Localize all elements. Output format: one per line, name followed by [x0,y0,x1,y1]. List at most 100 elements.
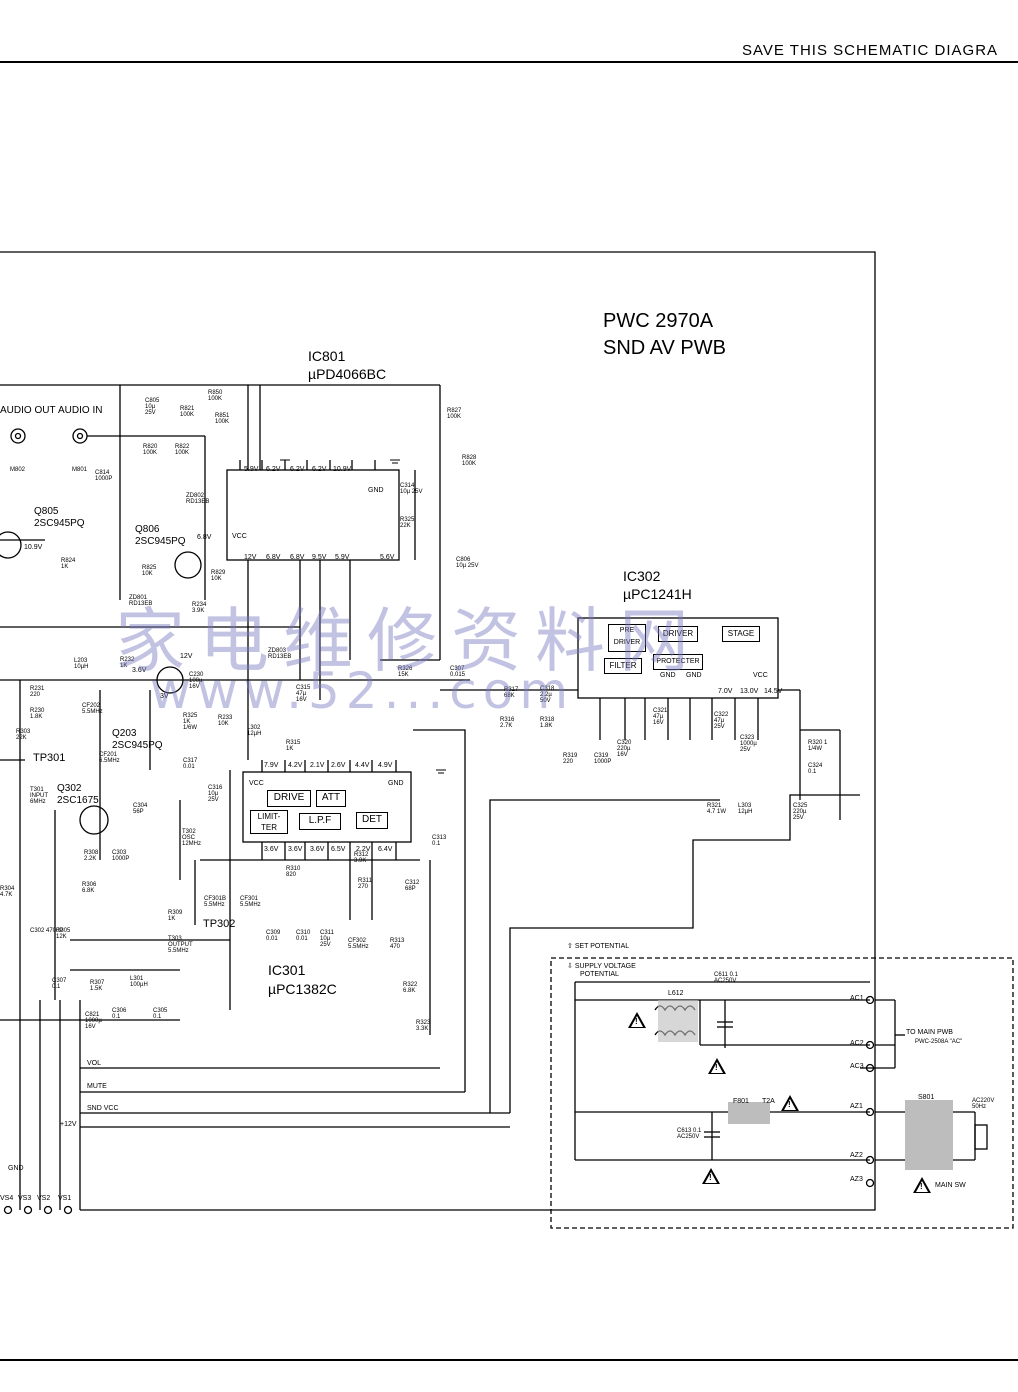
r315-label: R315 1K [286,740,301,752]
c309-label: C309 0.01 [266,930,281,942]
ic801-pin-b2: 6.8V [266,554,281,561]
conn-vs3: VS3 [18,1195,32,1202]
rail-plus12: +12V [60,1121,77,1128]
l612-label: L612 [668,990,684,997]
c302-label: C302 4700P [30,928,64,934]
c307b-label: C307 0.1 [52,978,67,990]
cf202-label: CF202 5.5MHz [82,703,103,715]
rail-68v: 6.8V [197,534,212,541]
r304-label: R304 4.7K [0,886,15,898]
ic301-pb2: 3.6V [288,846,303,853]
c315-label: C315 47µ 16V [296,685,311,703]
c324-label: C324 0.1 [808,763,823,775]
rail-snd-vcc: SND VCC [87,1105,119,1112]
r319-label: R319 220 [563,753,578,765]
l303-label: L303 12µH [738,803,753,815]
rail-vol: VOL [87,1060,102,1067]
f801-label: F801 [733,1098,749,1105]
ic801-part: µPD4066BC [308,366,387,382]
watermark-cn: 家电维修资料网 [115,600,703,682]
r310-label: R310 820 [286,866,301,878]
ic302-v145: 14.5V [764,688,783,695]
q805-part: 2SC945PQ [34,518,85,529]
q806-part: 2SC945PQ [135,536,186,547]
ic301-det: DET [356,812,388,829]
rail-109v: 10.9V [24,544,43,551]
pin-az1: AZ1 [850,1103,863,1110]
r326-label: R326 15K [398,666,413,678]
c303-label: C303 1000P [112,850,130,862]
ic301-gnd: GND [388,780,404,787]
ic301-vcc: VCC [249,780,264,787]
m801-label: M801 [72,467,88,473]
r309-label: R309 1K [168,910,183,922]
r820-label: R820 100K [143,444,158,456]
ic301-pt4: 2.6V [331,762,346,769]
ac220-label: AC220V 50Hz [972,1098,995,1110]
r827-label: R827 100K [447,408,462,420]
rail-mute: MUTE [87,1083,107,1090]
cf201-label: CF201 6.5MHz [99,752,120,764]
fuse-shade [728,1102,770,1124]
c310-label: C310 0.01 [296,930,311,942]
ic301-pt1: 7.9V [264,762,279,769]
ic301-pt5: 4.4V [355,762,370,769]
zd803-label: ZD803 RD13EB [268,648,292,660]
pin-ac2: AC2 [850,1040,864,1047]
rail-12v: 12V [180,653,193,660]
pin-az2: AZ2 [850,1152,863,1159]
ic302-part: µPC1241H [623,586,692,602]
r317-label: R317 68K [504,687,519,699]
supply-potential-label: POTENTIAL [580,971,619,978]
r320-label: R320 1 1/4W [808,740,828,752]
ic801-pin-b5: 5.9V [335,554,350,561]
r305-label: R305 12K [56,928,71,940]
r322-label: R322 6.8K [403,982,418,994]
rail-36v: 3.6V [132,667,147,674]
r824-label: R824 1K [61,558,76,570]
audio-in-label: AUDIO IN [58,405,103,416]
ic801-pin-b1: 12V [244,554,257,561]
ic302-filter: FILTER [604,658,642,674]
r851-label: R851 100K [215,413,230,425]
ic301-pb4: 6.5V [331,846,346,853]
q203-ref: Q203 [112,728,137,739]
q302-part: 2SC1675 [57,795,99,806]
c318-label: C318 2.2µ 50V [540,686,555,704]
c325-label: C325 220µ 25V [793,803,808,821]
c814-label: C814 1000P [95,470,113,482]
ic301-pt2: 4.2V [288,762,303,769]
c321-label: C321 47µ 16V [653,708,668,726]
board-name: PWC 2970A [603,310,714,332]
ic302-stage: STAGE [722,626,760,642]
t302-label: T302 OSC 12MHz [182,829,202,847]
r316-label: R316 2.7K [500,717,515,729]
warning-icon: ! [913,1177,931,1193]
ic301-pb3: 3.6V [310,846,325,853]
ic801-pin-v5: 10.9V [333,466,352,473]
r232-label: R232 1K [120,657,135,669]
q203-part: 2SC945PQ [112,740,163,751]
ic302-protecter: PROTECTER [653,654,703,670]
ic301-drive: DRIVE [267,790,311,807]
c806-label: C806 10µ 25V [456,557,479,569]
c305-label: C305 0.1 [153,1008,168,1020]
ic301-att: ATT [316,790,346,807]
warning-icon: ! [708,1058,726,1074]
pwc2508-label: PWC-2508A "AC" [915,1039,963,1045]
l302-label: L302 12µH [247,725,262,737]
ic801-pin-v2: 6.2V [266,466,281,473]
ic801-pin-v4: 6.2V [312,466,327,473]
to-main-label: TO MAIN PWB [906,1029,953,1036]
c314-label: C314 10µ 25V [400,483,423,495]
t303-label: T303 OUTPUT 5.5MHz [168,936,193,954]
watermark-url: www.52...com [150,662,575,720]
r234-label: R234 3.9K [192,602,207,614]
ic801-gnd: GND [368,487,384,494]
ic302-gnd-2: GND [686,672,702,679]
c312-label: C312 68P [405,880,420,892]
r306-label: R306 6.8K [82,882,97,894]
pin-az3: AZ3 [850,1176,863,1183]
conn-vs1: VS1 [58,1195,72,1202]
